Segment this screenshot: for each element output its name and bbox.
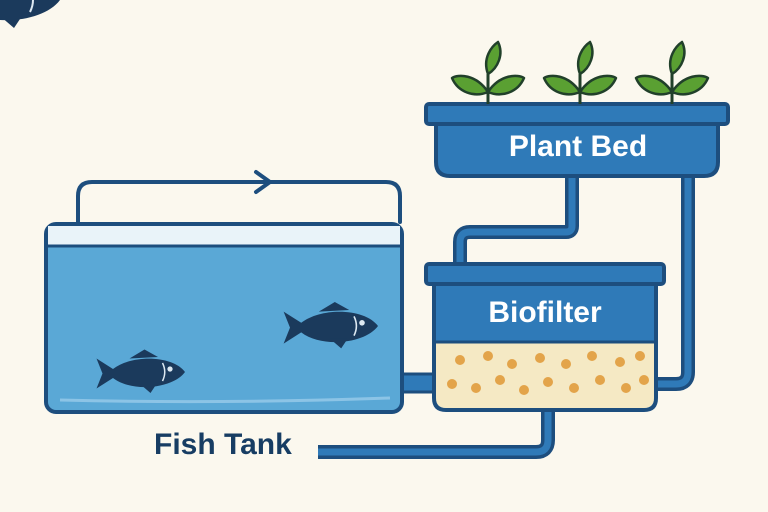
plant-sprout-icon [634,40,710,106]
pipe-biofilter-drain [318,408,555,459]
plant-sprout-icon [542,40,618,106]
flow-arrow-icon [76,170,402,224]
pipe-plant-return [658,172,695,391]
plant-bed-label: Plant Bed [508,130,648,163]
pipe-plant-to-biofilter [453,172,579,266]
biofilter-label: Biofilter [488,296,602,329]
plant-bed-container [424,102,730,178]
fish-tank-label: Fish Tank [154,428,292,461]
plant-sprout-icon [450,40,526,106]
biofilter-container [424,262,666,412]
filter-media [447,351,649,395]
fish-icon [0,0,60,28]
